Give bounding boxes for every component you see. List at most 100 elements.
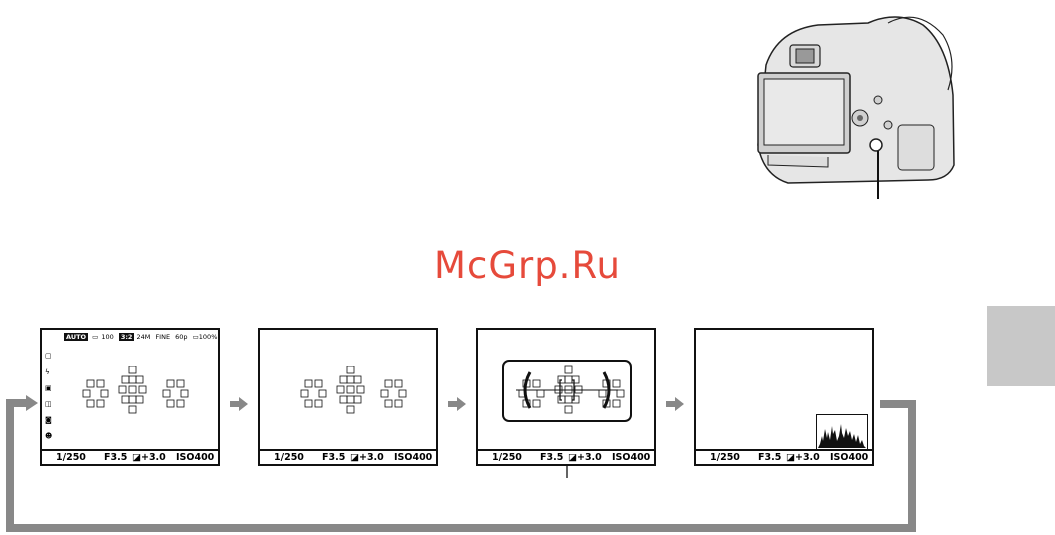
ev-icon: ◪: [568, 452, 577, 463]
aperture: F3.5: [540, 452, 563, 463]
single-shot-icon: ▢: [45, 352, 52, 368]
image-size: 24M: [136, 333, 150, 341]
image-quality: FINE: [155, 333, 170, 341]
af-point: [319, 390, 326, 397]
af-point: [354, 396, 361, 403]
af-point: [177, 400, 184, 407]
iso-value: ISO400: [830, 452, 868, 463]
memory-card-icon: ▭: [92, 333, 98, 341]
screen-level: 1/250 F3.5 ◪+3.0 ISO400: [476, 328, 656, 466]
af-point: [122, 396, 129, 403]
next-arrow-icon: [666, 397, 684, 411]
af-point: [181, 390, 188, 397]
aperture: F3.5: [104, 452, 127, 463]
af-point: [381, 390, 388, 397]
af-point: [357, 386, 364, 393]
af-point: [395, 400, 402, 407]
af-point: [305, 400, 312, 407]
shutter-speed: 1/250: [274, 452, 304, 463]
af-point: [129, 376, 136, 383]
af-point: [129, 366, 136, 373]
histogram: [816, 414, 868, 450]
face-detect-icon: ◙: [45, 416, 52, 432]
watermark: McGrp.Ru: [0, 244, 1055, 287]
af-point: [347, 366, 354, 373]
shutter-speed: 1/250: [492, 452, 522, 463]
af-point: [119, 386, 126, 393]
af-point: [129, 406, 136, 413]
screen-no-disp-info: 1/250 F3.5 ◪+3.0 ISO400: [258, 328, 438, 466]
af-point: [129, 386, 136, 393]
af-point: [617, 390, 624, 397]
af-points: [83, 366, 188, 413]
ev-icon: ◪: [786, 452, 795, 463]
shots-remaining: 100: [101, 333, 113, 341]
af-point: [177, 380, 184, 387]
af-point: [83, 390, 90, 397]
exposure-comp: ◪+3.0: [132, 452, 166, 463]
smile-shutter-icon: ☻: [45, 432, 52, 448]
level-display: [502, 360, 632, 424]
af-point: [315, 380, 322, 387]
status-bar: 1/250 F3.5 ◪+3.0 ISO400: [42, 449, 218, 464]
movie-format: 60p: [175, 333, 187, 341]
af-point: [340, 376, 347, 383]
status-bar: 1/250 F3.5 ◪+3.0 ISO400: [696, 449, 872, 464]
af-point: [399, 390, 406, 397]
af-point: [565, 396, 572, 403]
af-point: [354, 376, 361, 383]
exposure-comp: ◪+3.0: [350, 452, 384, 463]
screen-histogram: 1/250 F3.5 ◪+3.0 ISO400: [694, 328, 874, 466]
ev-icon: ◪: [132, 452, 141, 463]
af-point: [167, 380, 174, 387]
status-bar: 1/250 F3.5 ◪+3.0 ISO400: [478, 449, 654, 464]
section-tab: [987, 306, 1055, 386]
mode-badge: AUTO: [64, 333, 88, 341]
shutter-speed: 1/250: [710, 452, 740, 463]
ev-icon: ◪: [350, 452, 359, 463]
af-point: [167, 400, 174, 407]
af-point: [565, 406, 572, 413]
dro-icon: ◫: [45, 400, 52, 416]
af-point: [97, 380, 104, 387]
af-point: [599, 390, 606, 397]
af-point: [163, 390, 170, 397]
af-point: [347, 406, 354, 413]
iso-value: ISO400: [612, 452, 650, 463]
af-point: [315, 400, 322, 407]
aperture: F3.5: [322, 452, 345, 463]
af-point: [122, 376, 129, 383]
af-point: [385, 380, 392, 387]
af-point: [337, 386, 344, 393]
iso-value: ISO400: [176, 452, 214, 463]
next-arrow-icon: [448, 397, 466, 411]
af-point: [347, 396, 354, 403]
af-point: [136, 376, 143, 383]
shutter-speed: 1/250: [56, 452, 86, 463]
af-point: [139, 386, 146, 393]
af-point: [347, 376, 354, 383]
af-point: [101, 390, 108, 397]
af-point: [565, 366, 572, 373]
af-point: [129, 396, 136, 403]
af-point: [565, 376, 572, 383]
af-point: [533, 400, 540, 407]
af-point: [613, 380, 620, 387]
af-area-grid: [295, 366, 415, 418]
af-point: [533, 380, 540, 387]
flash-icon: ϟ: [45, 368, 52, 384]
camera-illustration: [748, 5, 958, 205]
af-point: [537, 390, 544, 397]
next-arrow-icon: [230, 397, 248, 411]
af-point: [340, 396, 347, 403]
left-icon-column: ▢ ϟ ▣ ◫ ◙ ☻: [45, 352, 52, 448]
af-area-grid: [77, 366, 197, 418]
iso-value: ISO400: [394, 452, 432, 463]
af-point: [136, 396, 143, 403]
exposure-comp: ◪+3.0: [786, 452, 820, 463]
af-point: [385, 400, 392, 407]
af-point: [301, 390, 308, 397]
af-point: [613, 400, 620, 407]
